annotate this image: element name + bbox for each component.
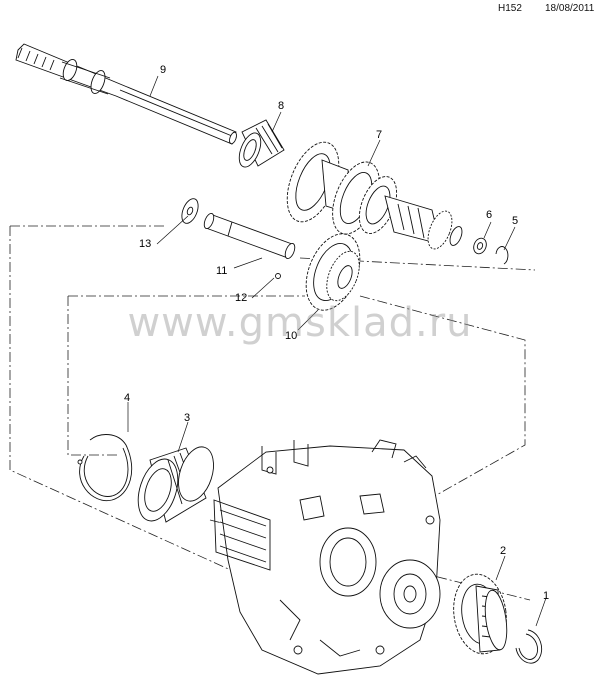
- washer: [181, 198, 199, 224]
- callout-3: 3: [184, 412, 190, 424]
- retaining-clip: [515, 629, 542, 664]
- diagram-date: 18/08/2011: [545, 3, 595, 14]
- locating-ball: [275, 273, 281, 279]
- callout-2: 2: [500, 545, 506, 557]
- callout-8: 8: [278, 100, 284, 112]
- snap-ring: [77, 434, 133, 502]
- input-shaft: [15, 43, 237, 145]
- diagram-code: H152: [498, 3, 522, 14]
- callout-12: 12: [235, 292, 247, 304]
- callout-leaders: [127, 75, 547, 627]
- callout-labels: 1 2 3 4 5 6 7 8 9 10 11 12 13: [124, 64, 549, 602]
- needle-bearing: [238, 119, 285, 168]
- callout-1: 1: [543, 590, 549, 602]
- callout-4: 4: [124, 392, 130, 404]
- transmission-case: [213, 439, 441, 675]
- watermark: www.gmsklad.ru: [127, 300, 473, 346]
- callout-5: 5: [512, 215, 518, 227]
- output-gear: [453, 573, 508, 655]
- idler-shaft: [203, 212, 296, 260]
- gear-cluster: [286, 141, 463, 250]
- callout-10: 10: [285, 330, 297, 342]
- callout-6: 6: [486, 209, 492, 221]
- callout-7: 7: [376, 129, 382, 141]
- callout-11: 11: [216, 265, 227, 277]
- roller-bearing: [137, 446, 214, 523]
- lower-gear: [305, 233, 361, 311]
- circlip: [495, 246, 509, 265]
- callout-9: 9: [160, 64, 166, 76]
- callout-13: 13: [139, 238, 151, 250]
- thrust-washer: [473, 237, 487, 255]
